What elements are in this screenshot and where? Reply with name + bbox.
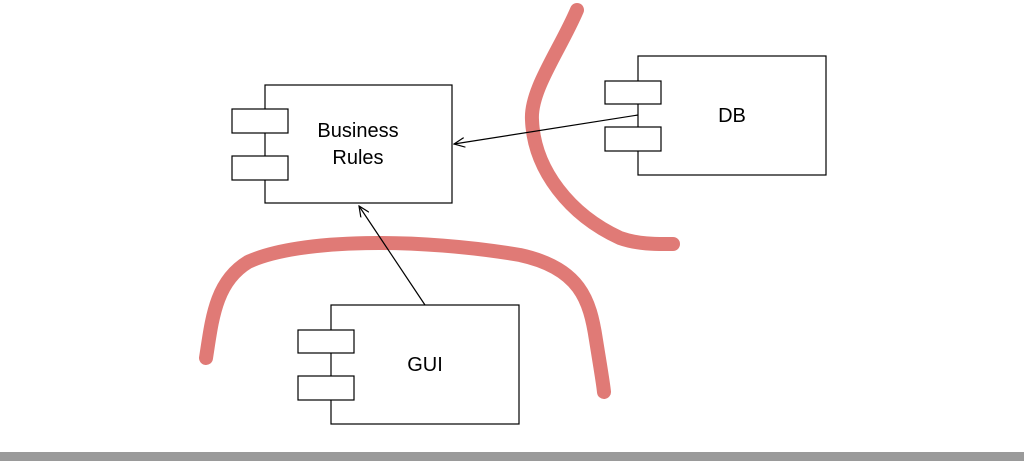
- business-rules-port-bottom: [232, 156, 288, 180]
- business-rules-label-line1: Business: [317, 120, 398, 142]
- gui-label: GUI: [407, 354, 443, 376]
- gui-component: GUI: [298, 305, 519, 424]
- db-port-bottom: [605, 127, 661, 151]
- business-rules-port-top: [232, 109, 288, 133]
- business-rules-component: Business Rules: [232, 85, 452, 203]
- gui-port-bottom: [298, 376, 354, 400]
- gui-port-top: [298, 330, 354, 353]
- arrow-gui-to-business-rules: [359, 206, 425, 305]
- bottom-bar: [0, 452, 1024, 461]
- business-rules-label-line2: Rules: [332, 147, 383, 169]
- db-port-top: [605, 81, 661, 104]
- db-component: DB: [605, 56, 826, 175]
- db-label: DB: [718, 105, 746, 127]
